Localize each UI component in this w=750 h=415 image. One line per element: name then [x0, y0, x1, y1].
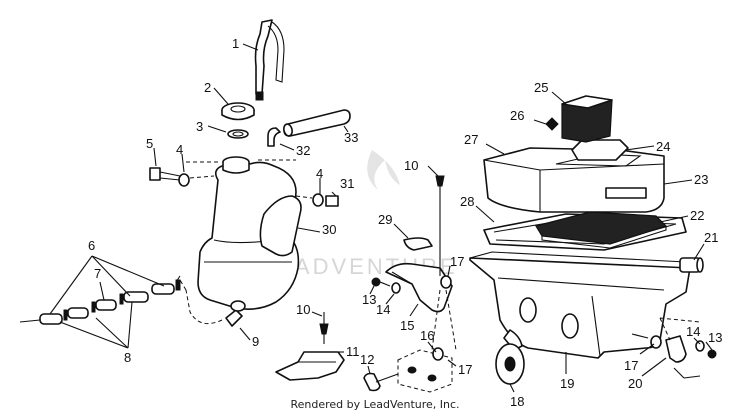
knob-26 — [545, 117, 559, 131]
clip-17-center — [440, 275, 452, 289]
clip-29 — [403, 237, 433, 251]
credit-text: Rendered by LeadVenture, Inc. — [290, 398, 460, 411]
callout-32: 32 — [296, 143, 310, 158]
callout-12: 12 — [360, 352, 374, 367]
callout-14-right: 14 — [686, 324, 700, 339]
bolt-31 — [295, 193, 339, 207]
elbow-fitting — [267, 127, 281, 147]
callout-21: 21 — [704, 230, 718, 245]
drain-fitting — [179, 279, 246, 327]
callout-11: 11 — [346, 344, 360, 359]
callout-4-left: 4 — [176, 142, 183, 157]
callout-3: 3 — [196, 119, 203, 134]
fuel-tank-assembly — [149, 19, 351, 327]
bolt-5 — [149, 167, 215, 187]
callout-19: 19 — [560, 376, 574, 391]
callout-31: 31 — [340, 176, 354, 191]
tank-shield — [259, 195, 302, 257]
callout-13-right: 13 — [708, 330, 722, 345]
fitting-21 — [679, 257, 704, 273]
callout-10-upper: 10 — [404, 158, 418, 173]
callout-28: 28 — [460, 194, 474, 209]
screw-13 — [371, 277, 401, 294]
fuel-cap — [221, 102, 255, 121]
callout-23: 23 — [694, 172, 708, 187]
callout-14-center: 14 — [376, 302, 390, 317]
latch-20 — [650, 335, 717, 379]
callout-26: 26 — [510, 108, 524, 123]
callout-8: 8 — [124, 350, 131, 365]
callout-25: 25 — [534, 80, 548, 95]
fuel-tank — [197, 161, 300, 310]
airbox-lid — [483, 147, 665, 213]
vent-hose — [283, 109, 351, 137]
fuel-line — [254, 19, 273, 95]
cap-gasket — [227, 129, 249, 139]
callout-15: 15 — [400, 318, 414, 333]
fuel-line-kit — [19, 255, 181, 349]
screw-12 — [363, 372, 399, 392]
callout-4-right: 4 — [316, 166, 323, 181]
bracket-15 — [385, 262, 453, 313]
callout-7: 7 — [94, 266, 101, 281]
callout-2: 2 — [204, 80, 211, 95]
callout-1: 1 — [232, 36, 239, 51]
callout-17-right: 17 — [624, 358, 638, 373]
callout-30: 30 — [322, 222, 336, 237]
callout-20: 20 — [628, 376, 642, 391]
callout-33: 33 — [344, 130, 358, 145]
callout-17-lower: 17 — [458, 362, 472, 377]
callout-29: 29 — [378, 212, 392, 227]
callout-9: 9 — [252, 334, 259, 349]
callout-6: 6 — [88, 238, 95, 253]
cover-24 — [571, 139, 629, 161]
callout-10-lower: 10 — [296, 302, 310, 317]
airbox-base — [469, 251, 691, 359]
foam-25 — [561, 95, 613, 143]
callout-13-center: 13 — [362, 292, 376, 307]
mount-bracket-11 — [275, 312, 345, 381]
callout-16: 16 — [420, 328, 434, 343]
callout-17-center: 17 — [450, 254, 464, 269]
callout-5: 5 — [146, 136, 153, 151]
bumper-block — [397, 347, 453, 393]
callout-18: 18 — [510, 394, 524, 409]
wheel-18 — [495, 343, 525, 385]
callout-24: 24 — [656, 139, 670, 154]
callouts: 1 2 3 4 5 6 7 8 9 10 11 12 13 14 15 16 1… — [88, 36, 722, 409]
callout-27: 27 — [464, 132, 478, 147]
callout-22: 22 — [690, 208, 704, 223]
